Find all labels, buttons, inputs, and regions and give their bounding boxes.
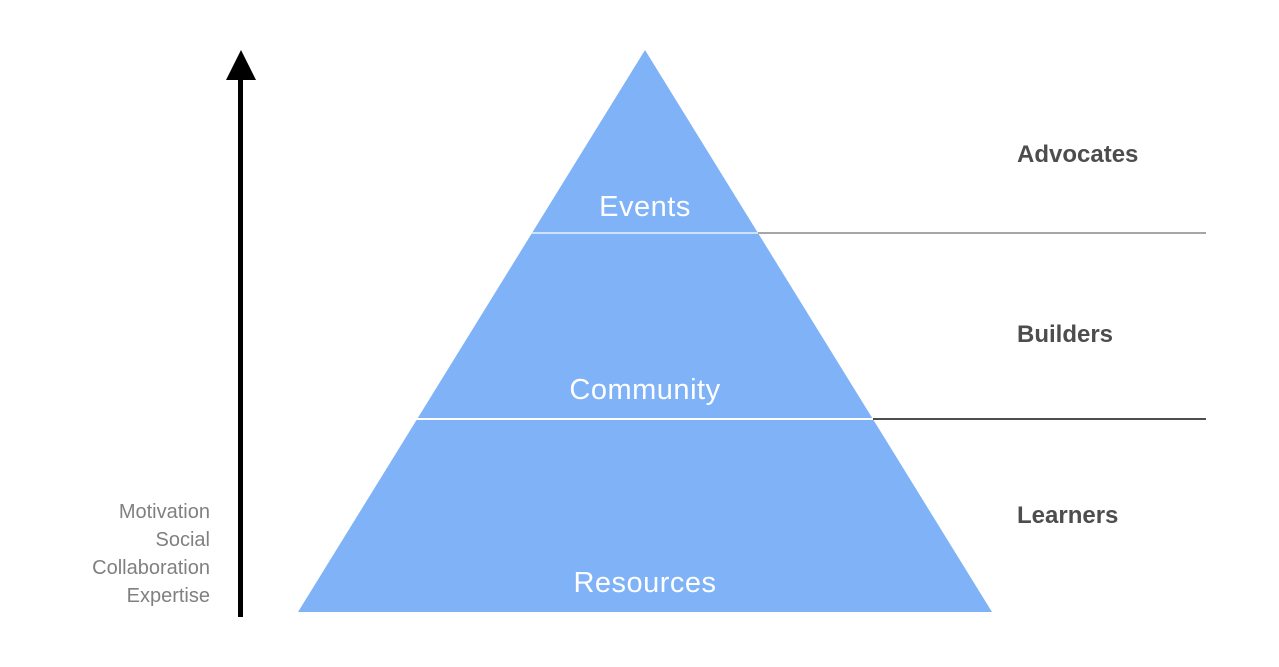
tier-label-community: Community <box>569 374 721 406</box>
tier-divider-events-community <box>298 232 992 234</box>
audience-label-advocates: Advocates <box>1017 141 1139 168</box>
pyramid-shape <box>298 50 992 612</box>
up-arrow-icon <box>226 50 256 80</box>
audience-label-builders: Builders <box>1017 321 1114 348</box>
axis-quality-collaboration: Collaboration <box>92 557 210 579</box>
tier-label-resources: Resources <box>573 567 717 599</box>
axis-quality-expertise: Expertise <box>126 585 210 607</box>
up-arrow-shaft <box>238 78 243 617</box>
leader-line-advocates-builders <box>758 232 1206 234</box>
axis-quality-social: Social <box>155 529 210 551</box>
tier-label-events: Events <box>599 191 691 223</box>
tier-divider-community-resources <box>298 418 992 420</box>
leader-line-builders-learners <box>873 418 1206 420</box>
axis-quality-motivation: Motivation <box>118 501 210 523</box>
audience-label-learners: Learners <box>1017 502 1119 529</box>
axis-qualities-list: Motivation Social Collaboration Expertis… <box>40 498 210 610</box>
